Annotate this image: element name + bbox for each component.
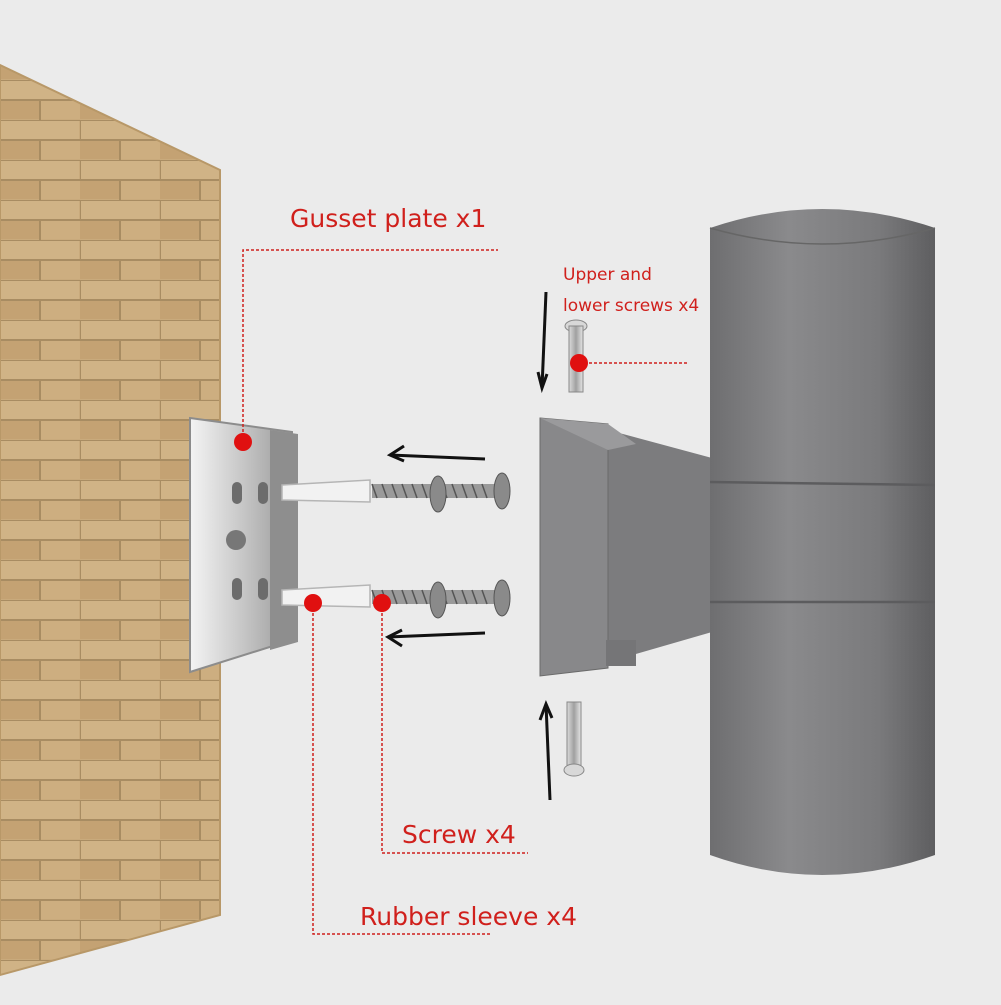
upper-lower-screws-label-line2: lower screws x4 bbox=[563, 291, 723, 322]
screw-leader bbox=[382, 603, 528, 853]
gusset-plate bbox=[190, 418, 298, 672]
arrow-down-icon bbox=[538, 292, 547, 388]
gusset-plate-marker bbox=[234, 433, 252, 451]
screw-marker bbox=[373, 594, 391, 612]
upper-screws-marker bbox=[570, 354, 588, 372]
screw-assembly-upper bbox=[282, 473, 510, 512]
arrow-left-icon bbox=[390, 446, 485, 461]
gusset-plate-leader bbox=[243, 250, 498, 442]
rubber-sleeve-label: Rubber sleeve x4 bbox=[360, 904, 577, 929]
upper-lower-screws-label-line1: Upper and bbox=[563, 260, 723, 291]
arrow-left-icon bbox=[388, 630, 485, 646]
brick-wall bbox=[0, 65, 220, 975]
lower-pin-screw bbox=[564, 702, 584, 776]
arrow-up-icon bbox=[540, 704, 552, 800]
wall-lamp-body bbox=[710, 209, 935, 875]
gusset-plate-label: Gusset plate x1 bbox=[290, 206, 486, 231]
upper-lower-screws-label: Upper and lower screws x4 bbox=[563, 260, 723, 322]
lamp-mount-bracket bbox=[540, 418, 712, 676]
screw-label: Screw x4 bbox=[402, 822, 516, 847]
rubber-sleeve-leader bbox=[313, 603, 490, 934]
rubber-sleeve-marker bbox=[304, 594, 322, 612]
